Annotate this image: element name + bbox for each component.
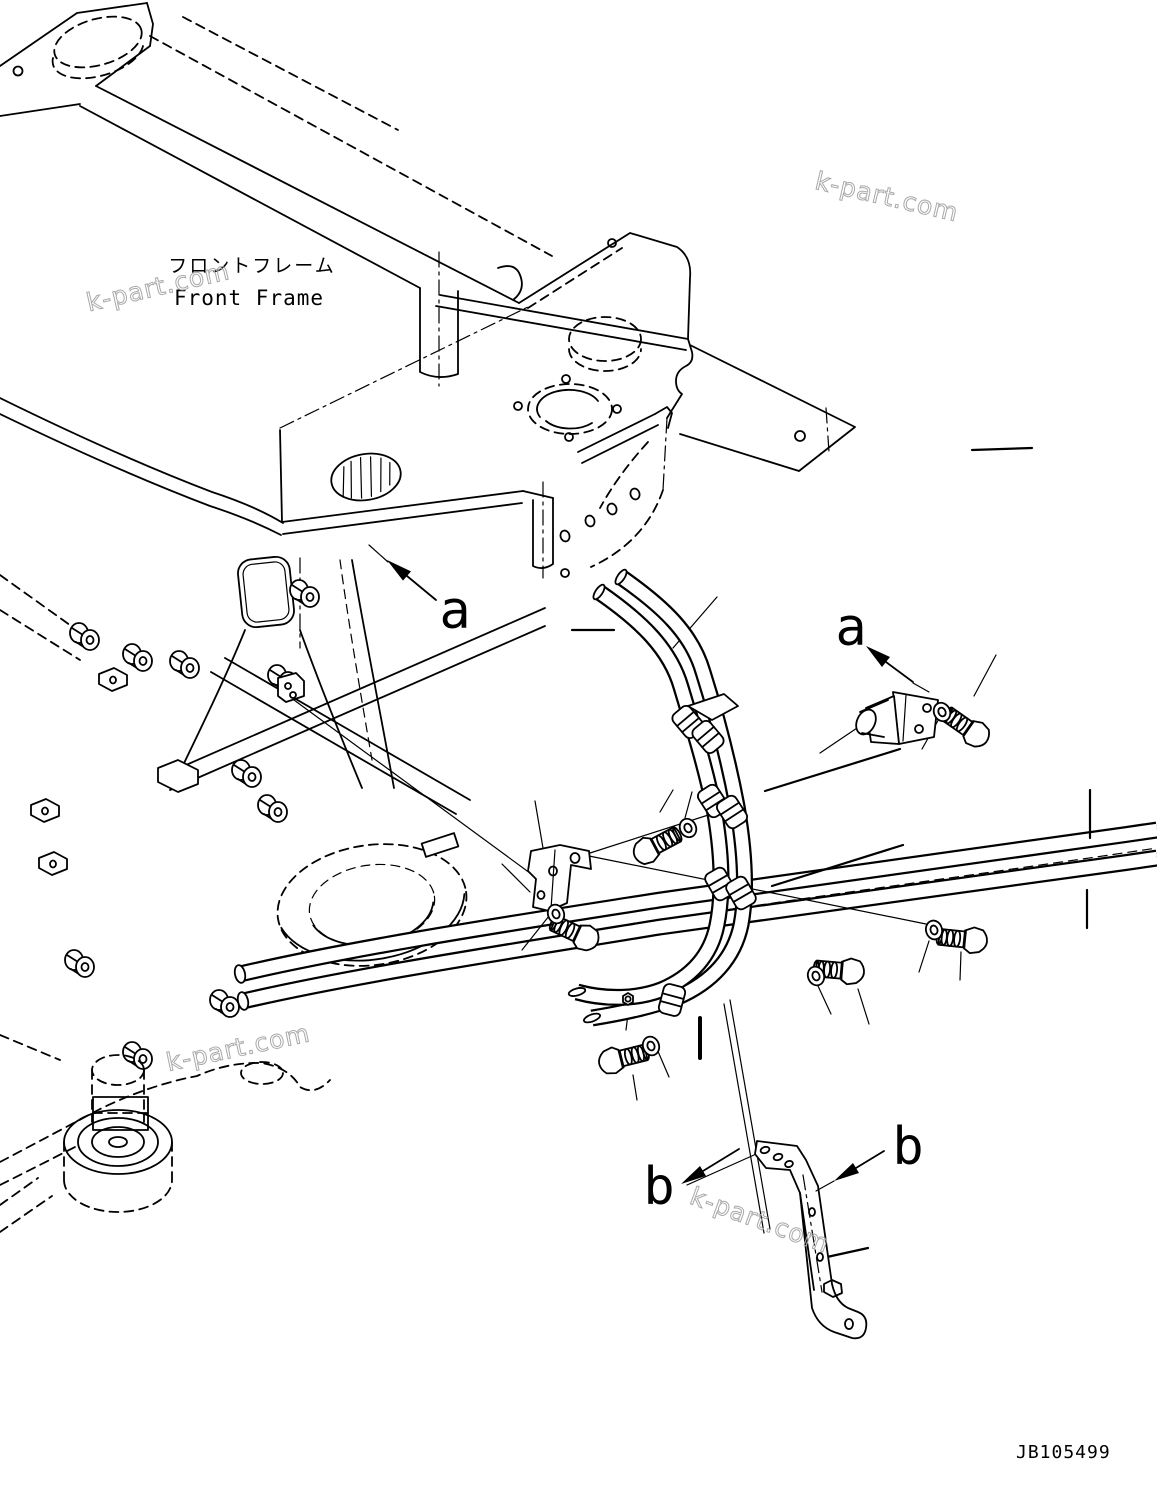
hose-vertical-pair — [567, 568, 759, 1027]
watermark-top-right: k-part.com — [812, 166, 961, 227]
callout-a-right: a — [835, 598, 866, 658]
front-frame-plate — [0, 232, 856, 579]
leader-lines — [293, 446, 1092, 1259]
watermark-lower-left: k-part.com — [164, 1018, 313, 1077]
frame-top-corner — [0, 2, 154, 117]
frame-beam — [79, 16, 553, 387]
fasteners — [544, 699, 995, 1078]
callout-b-right: b — [892, 1117, 923, 1177]
hose-horizontal-pair — [233, 821, 1157, 1011]
clamp-bracket-left — [527, 844, 592, 912]
callout-arrows — [368, 544, 930, 1192]
hose-tab — [687, 693, 739, 721]
drawing-number: JB105499 — [1016, 1442, 1111, 1463]
hex-nut — [622, 992, 634, 1006]
frame-label-jp: フロントフレーム — [168, 255, 335, 277]
callout-a-left: a — [439, 581, 470, 641]
callout-b-left: b — [643, 1157, 674, 1217]
frame-label-en: Front Frame — [174, 286, 324, 310]
frame-lower-structure — [0, 574, 546, 1233]
support-bracket-bottom — [754, 1140, 868, 1340]
frame-tower — [171, 555, 395, 789]
clamp-bracket-right — [855, 691, 939, 745]
